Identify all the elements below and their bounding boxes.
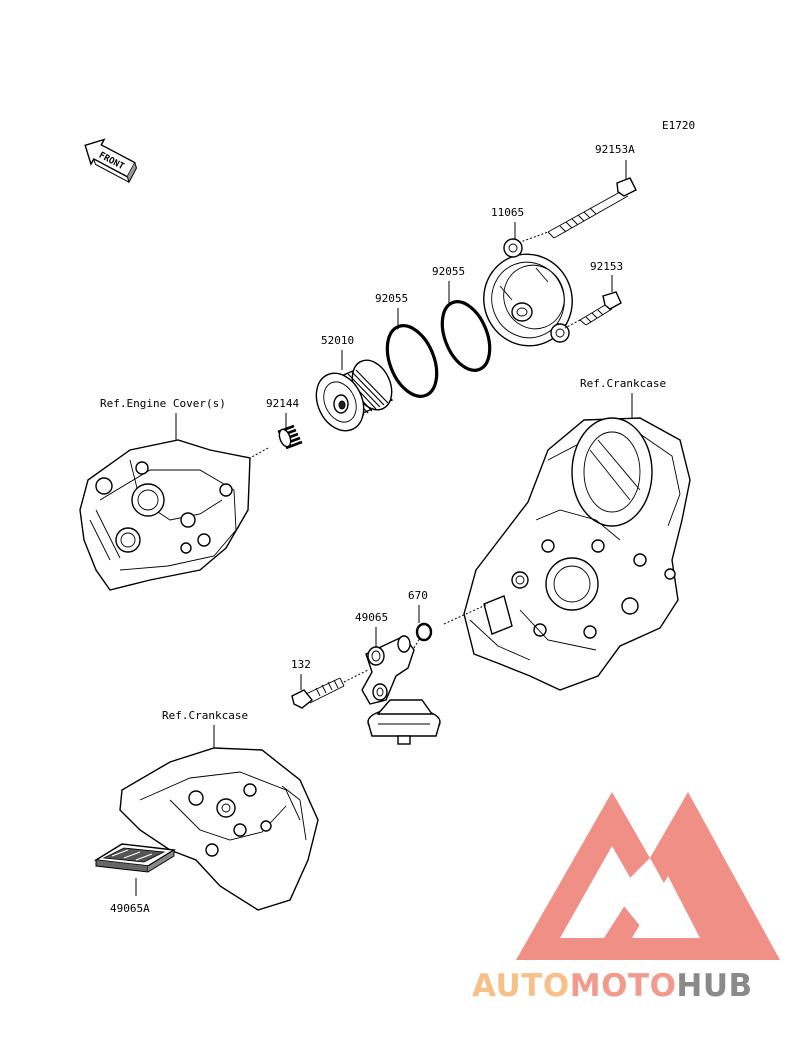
o-ring-92055-b	[385, 324, 439, 398]
label-49065: 49065	[355, 611, 388, 624]
ref-engine-cover: Ref.Engine Cover(s)	[100, 397, 226, 410]
label-92144: 92144	[266, 397, 299, 410]
watermark-auto: AUTO	[472, 968, 570, 1004]
oil-filter-cover-11065	[483, 238, 573, 347]
label-92055-b: 92055	[375, 292, 408, 305]
oil-pipe-49065	[361, 635, 441, 745]
label-49065A: 49065A	[110, 902, 150, 915]
diagram-code: E1720	[662, 119, 695, 132]
crankcase-lower-ref	[119, 747, 319, 911]
bolt-92153	[579, 291, 622, 326]
label-11065: 11065	[491, 206, 524, 219]
front-arrow-icon: FRONT	[84, 138, 138, 184]
watermark-text: AUTOMOTOHUB	[472, 968, 753, 1004]
ref-crankcase-right: Ref.Crankcase	[580, 377, 666, 390]
strainer-49065A	[93, 843, 177, 873]
watermark-moto: MOTO	[570, 968, 677, 1004]
label-92055-a: 92055	[432, 265, 465, 278]
label-132: 132	[291, 658, 311, 671]
label-670: 670	[408, 589, 428, 602]
o-ring-92055-a	[440, 300, 492, 372]
oil-filter-52010	[315, 359, 394, 432]
spring-92144	[277, 424, 303, 450]
automotohub-logo-icon	[516, 792, 780, 960]
label-92153: 92153	[590, 260, 623, 273]
bolt-132	[291, 677, 345, 709]
bolt-92153A	[547, 160, 637, 239]
label-52010: 52010	[321, 334, 354, 347]
crankcase-right-ref	[463, 417, 691, 691]
engine-cover-ref	[79, 439, 251, 591]
watermark-hub: HUB	[676, 968, 752, 1004]
o-ring-670	[415, 622, 433, 642]
ref-crankcase-lower: Ref.Crankcase	[162, 709, 248, 722]
label-92153A: 92153A	[595, 143, 635, 156]
